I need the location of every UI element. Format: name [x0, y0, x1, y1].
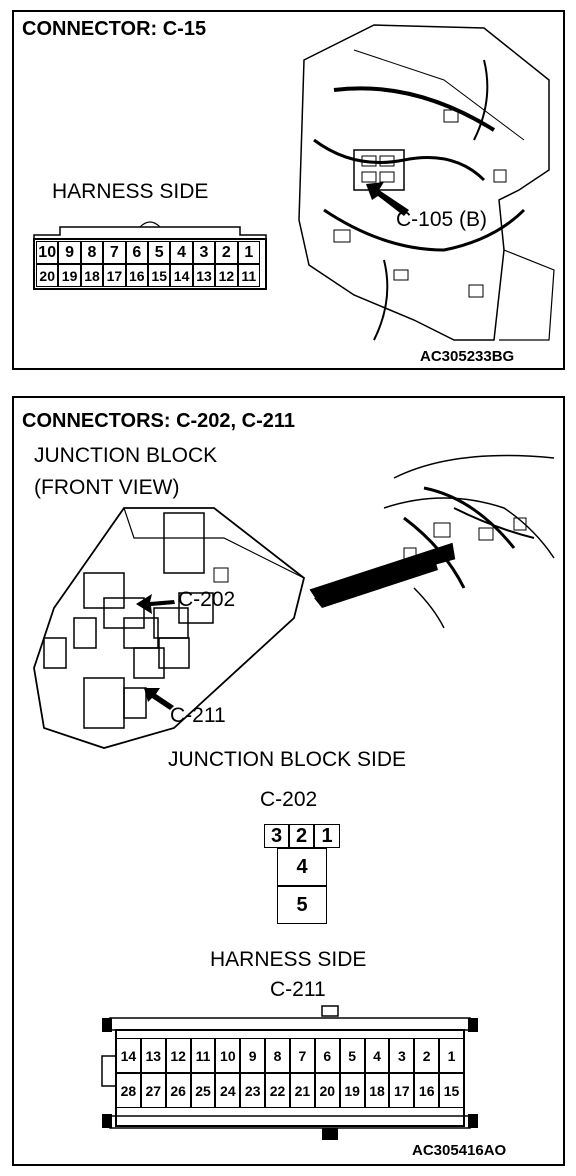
pin-cell: 7 [290, 1038, 315, 1073]
pin-cell: 2 [414, 1038, 440, 1073]
pin-cell: 1 [237, 241, 260, 264]
c15-connector-outline [33, 221, 267, 290]
pin-cell: 1 [439, 1038, 464, 1073]
pin-cell: 28 [116, 1073, 141, 1108]
pin-cell: 10 [36, 241, 59, 264]
figure-code: AC305233BG [420, 348, 515, 365]
pin-cell: 20 [314, 1073, 340, 1108]
pin-cell: 17 [103, 264, 126, 287]
pin-cell: 3 [192, 241, 216, 264]
pin-cell: 18 [364, 1073, 390, 1108]
junction-block-illustration [33, 507, 306, 749]
pin-cell: 27 [140, 1073, 166, 1108]
callout-c211: C-211 [170, 704, 226, 727]
connectors-c202-c211-panel: CONNECTORS: C-202, C-211 JUNCTION BLOCK … [12, 396, 565, 1166]
pin-cell: 20 [36, 264, 59, 287]
panel-title: CONNECTOR: C-15 [22, 18, 207, 40]
pin-cell: 16 [125, 264, 148, 287]
pin-cell: 11 [190, 1038, 216, 1073]
pin-cell: 11 [237, 264, 260, 287]
pin-cell: 9 [58, 241, 81, 264]
pin-cell: 5 [277, 886, 327, 924]
harness-side-label: HARNESS SIDE [52, 180, 209, 203]
pin-cell: 8 [265, 1038, 290, 1073]
pin-cell: 15 [148, 264, 171, 287]
c202-label: C-202 [260, 788, 318, 811]
pin-cell: 13 [192, 264, 216, 287]
callout-c105: C-105 (B) [396, 208, 488, 231]
pin-cell: 4 [170, 241, 193, 264]
pin-cell: 5 [148, 241, 171, 264]
figure-code: AC305416AO [412, 1142, 507, 1159]
panel-title: CONNECTORS: C-202, C-211 [22, 410, 296, 432]
dashboard-illustration [298, 24, 555, 341]
dashboard-location-illustration [309, 454, 555, 629]
pin-cell: 5 [339, 1038, 365, 1073]
callout-c202: C-202 [178, 588, 236, 611]
pin-cell: 19 [58, 264, 81, 287]
pin-cell: 12 [215, 264, 238, 287]
pin-cell: 8 [80, 241, 104, 264]
junction-block-label: JUNCTION BLOCK [34, 444, 218, 467]
pin-cell: 4 [364, 1038, 390, 1073]
pin-cell: 14 [116, 1038, 141, 1073]
harness-side-label: HARNESS SIDE [210, 948, 367, 971]
pin-cell: 7 [103, 241, 126, 264]
pin-cell: 14 [170, 264, 193, 287]
pin-cell: 26 [165, 1073, 191, 1108]
pin-cell: 18 [80, 264, 104, 287]
pin-cell: 21 [290, 1073, 315, 1108]
pin-cell: 6 [125, 241, 148, 264]
pin-cell: 23 [240, 1073, 266, 1108]
pin-cell: 15 [439, 1073, 464, 1108]
pin-cell: 3 [264, 824, 289, 848]
pin-cell: 2 [289, 824, 314, 848]
pin-cell: 25 [190, 1073, 216, 1108]
pin-cell: 3 [389, 1038, 415, 1073]
pin-cell: 12 [165, 1038, 191, 1073]
pin-cell: 17 [389, 1073, 415, 1108]
pin-cell: 10 [215, 1038, 241, 1073]
pin-cell: 9 [240, 1038, 266, 1073]
front-view-label: (FRONT VIEW) [34, 476, 180, 499]
junction-block-side-label: JUNCTION BLOCK SIDE [168, 748, 407, 771]
pin-cell: 13 [140, 1038, 166, 1073]
pin-cell: 6 [314, 1038, 340, 1073]
pin-cell: 1 [314, 824, 340, 848]
pin-cell: 19 [339, 1073, 365, 1108]
pin-cell: 22 [265, 1073, 290, 1108]
pin-cell: 24 [215, 1073, 241, 1108]
c211-label: C-211 [270, 978, 326, 1001]
pin-cell: 4 [277, 848, 327, 886]
pin-cell: 2 [215, 241, 238, 264]
pin-cell: 16 [414, 1073, 440, 1108]
